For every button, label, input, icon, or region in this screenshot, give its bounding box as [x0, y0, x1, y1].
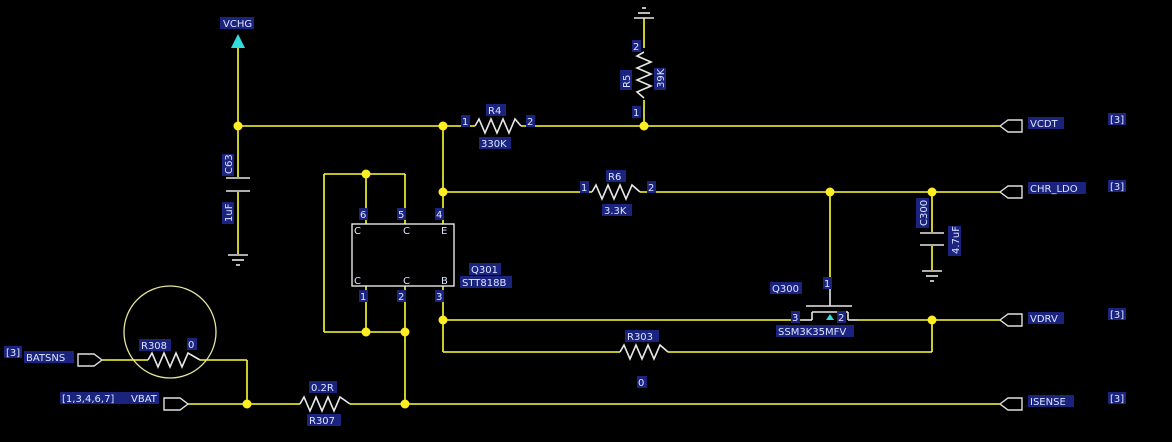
junction — [927, 187, 937, 197]
highlight-circle — [123, 285, 217, 379]
q300-ref: Q300 — [772, 284, 799, 295]
transistor-q300: Q300 SSM3K35MFV 1 2 3 — [770, 277, 858, 338]
r307-value: 0.2R — [311, 383, 334, 394]
junction — [639, 121, 649, 131]
junction — [825, 187, 835, 197]
r5-value: 39K — [656, 68, 667, 88]
r4-ref: R4 — [488, 106, 501, 117]
junction — [438, 121, 448, 131]
junction — [927, 315, 937, 325]
q301-letter-b: B — [441, 276, 448, 287]
resistor-r307: 0.2R R307 — [299, 381, 351, 427]
resistor-r308: R308 0 — [123, 285, 217, 379]
r303-value: 0 — [638, 378, 644, 389]
q300-pin3: 3 — [792, 313, 798, 324]
port-vdrv: VDRV [3] — [998, 308, 1126, 327]
r307-ref: R307 — [309, 416, 335, 427]
port-vcdt: VCDT [3] — [998, 113, 1126, 133]
junctions — [233, 121, 937, 409]
batsns-ref: [3] — [6, 348, 20, 359]
vcdt-label: VCDT — [1030, 119, 1059, 130]
r5-ref: R5 — [622, 75, 633, 88]
junction — [242, 399, 252, 409]
vcdt-ref: [3] — [1110, 115, 1124, 126]
isense-ref: [3] — [1110, 394, 1124, 405]
r6-pin1: 1 — [581, 183, 587, 194]
q301-pin2: 2 — [398, 292, 404, 303]
junction — [361, 169, 371, 179]
r4-pin2: 2 — [527, 117, 533, 128]
resistor-r5: R5 39K 2 1 — [620, 7, 667, 119]
r303-ref: R303 — [627, 332, 653, 343]
capacitor-c63: C63 1uF — [222, 154, 250, 266]
chr-ldo-ref: [3] — [1110, 182, 1124, 193]
r4-pin1: 1 — [462, 117, 468, 128]
q301-pin3: 3 — [436, 292, 442, 303]
r308-value: 0 — [188, 340, 194, 351]
capacitor-c300: C300 4.7uF — [916, 198, 962, 282]
q301-letter-c: C — [403, 276, 410, 287]
junction — [438, 187, 448, 197]
port-chr-ldo: CHR_LDO [3] — [998, 180, 1126, 199]
port-isense: ISENSE [3] — [998, 392, 1126, 411]
q301-pin6: 6 — [360, 210, 366, 221]
resistor-r4: R4 330K 1 2 — [461, 104, 535, 150]
c300-value: 4.7uF — [951, 226, 962, 254]
q300-pin1: 1 — [824, 279, 830, 290]
c63-ref: C63 — [224, 154, 235, 174]
r6-ref: R6 — [608, 172, 621, 183]
junction — [400, 327, 410, 337]
port-vbat: [1,3,4,6,7] VBAT — [60, 392, 190, 411]
vdrv-label: VDRV — [1030, 314, 1058, 325]
junction — [438, 315, 448, 325]
vbat-label: VBAT — [131, 394, 158, 405]
q301-letter-c: C — [403, 226, 410, 237]
c300-ref: C300 — [919, 200, 930, 226]
batsns-label: BATSNS — [26, 353, 65, 364]
q301-ref: Q301 — [471, 265, 498, 276]
q301-pin5: 5 — [398, 210, 404, 221]
q301-value: STT818B — [462, 278, 506, 289]
junction — [361, 327, 371, 337]
r6-pin2: 2 — [648, 183, 654, 194]
junction — [400, 399, 410, 409]
vchg-power-symbol: VCHG — [220, 17, 254, 48]
q301-letter-c: C — [354, 226, 361, 237]
wires — [102, 18, 1000, 405]
port-batsns: [3] BATSNS — [4, 346, 104, 367]
junction — [233, 121, 243, 131]
r5-pin2: 2 — [633, 42, 639, 53]
r4-value: 330K — [481, 139, 507, 150]
q300-pin2: 2 — [838, 313, 844, 324]
q301-pin4: 4 — [436, 210, 442, 221]
isense-label: ISENSE — [1030, 397, 1066, 408]
q301-letter-c: C — [354, 276, 361, 287]
r6-value: 3.3K — [604, 206, 627, 217]
r5-pin1: 1 — [633, 108, 639, 119]
q300-value: SSM3K35MFV — [778, 327, 846, 338]
resistor-r6: R6 3.3K 1 2 — [580, 170, 656, 217]
q301-pin1: 1 — [360, 292, 366, 303]
vbat-ref: [1,3,4,6,7] — [62, 394, 114, 405]
chr-ldo-label: CHR_LDO — [1030, 184, 1078, 195]
resistor-r303: R303 0 — [619, 330, 669, 389]
q301-letter-e: E — [441, 226, 447, 237]
vdrv-ref: [3] — [1110, 310, 1124, 321]
transistor-q301: C C E C C B 6 5 4 1 2 3 Q301 STT818B — [351, 208, 512, 303]
vchg-label: VCHG — [223, 19, 252, 30]
r308-ref: R308 — [141, 341, 167, 352]
c63-value: 1uF — [224, 203, 235, 222]
